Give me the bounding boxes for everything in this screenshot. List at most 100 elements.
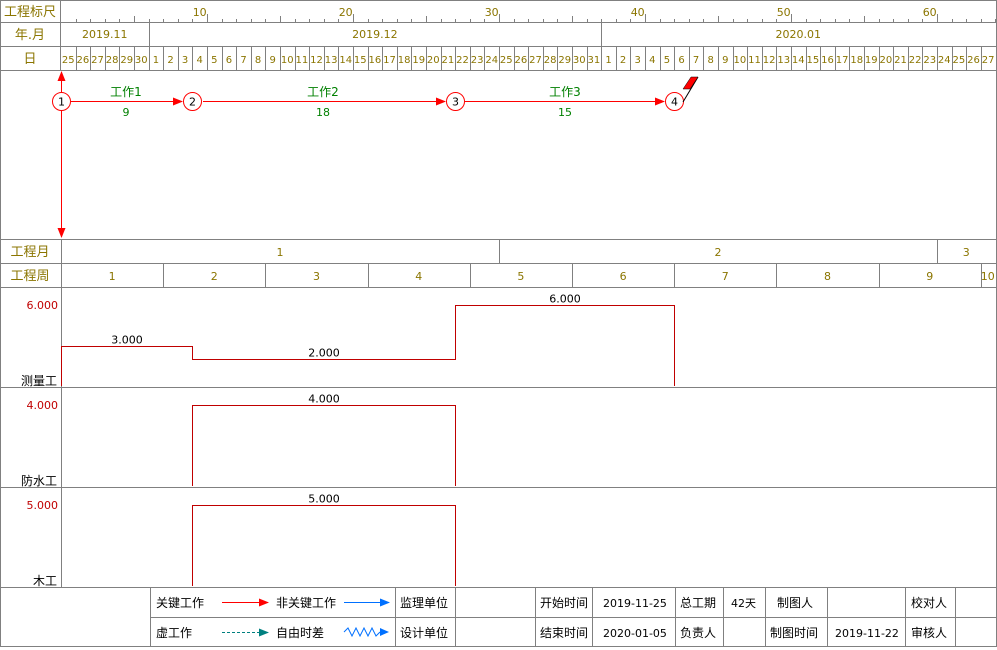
task-name-1: 工作1: [110, 85, 142, 99]
resource-value-label: 2.000: [308, 347, 340, 360]
grid-lines: [0, 0, 997, 618]
resource-histogram-line: [192, 505, 456, 586]
day-cell: 15: [354, 55, 367, 66]
day-cell: 15: [807, 55, 820, 66]
project-month-cell: 2: [715, 246, 722, 259]
day-cell: 24: [485, 55, 498, 66]
day-cell: 21: [442, 55, 455, 66]
ruler-tick-label: 20: [339, 6, 353, 19]
day-cell: 7: [240, 55, 246, 66]
day-cell: 8: [708, 55, 714, 66]
day-cell: 26: [77, 55, 90, 66]
day-cell: 20: [880, 55, 893, 66]
day-cell: 27: [91, 55, 104, 66]
day-cell: 29: [120, 55, 133, 66]
project-week-label: 工程周: [10, 269, 49, 284]
day-cell: 6: [226, 55, 232, 66]
day-cell: 10: [281, 55, 294, 66]
project-month-label: 工程月: [10, 245, 49, 260]
day-cell: 18: [398, 55, 411, 66]
day-cell: 17: [383, 55, 396, 66]
day-cell: 12: [763, 55, 776, 66]
day-cell: 19: [865, 55, 878, 66]
day-cell: 30: [135, 55, 148, 66]
day-cell: 22: [909, 55, 922, 66]
node-3[interactable]: 3: [446, 92, 465, 111]
ruler-tick-label: 50: [777, 6, 791, 19]
day-cell: 11: [748, 55, 761, 66]
legend-supervisor-label: 监理单位: [400, 595, 448, 610]
resource-max-label: 5.000: [27, 499, 59, 512]
ruler-tick-label: 40: [631, 6, 645, 19]
legend-block: 关键工作 非关键工作 监理单位 虚工作 自由时差 设计单位 开始时间 2019-…: [150, 587, 956, 647]
node-4-label: 4: [671, 96, 678, 109]
node-2[interactable]: 2: [183, 92, 202, 111]
day-cell: 14: [339, 55, 352, 66]
legend-noncritical-label: 非关键工作: [276, 596, 336, 610]
duration-label: 总工期: [680, 596, 716, 610]
day-cell: 9: [270, 55, 276, 66]
node-4[interactable]: 4: [665, 92, 684, 111]
day-cell: 27: [982, 55, 995, 66]
day-label: 日: [23, 52, 36, 67]
ruler-tick-label: 10: [193, 6, 207, 19]
task-name-3: 工作3: [549, 85, 581, 99]
node-2-label: 2: [189, 96, 196, 109]
resource-name: 防水工: [21, 473, 57, 488]
ruler-tick-label: 30: [485, 6, 499, 19]
project-week-cell: 5: [517, 270, 524, 283]
day-cell: 13: [777, 55, 790, 66]
project-week-cell: 3: [313, 270, 320, 283]
legend-critical-label: 关键工作: [156, 596, 204, 610]
task-duration-2: 18: [316, 106, 330, 119]
resource-histograms: 6.000测量工3.0002.0006.0004.000防水工4.0005.00…: [21, 293, 675, 588]
day-cell: 17: [836, 55, 849, 66]
draw-time-value: 2019-11-22: [835, 627, 899, 640]
task-duration-3: 15: [558, 106, 572, 119]
day-cell: 29: [558, 55, 571, 66]
month-cell: 2019.11: [82, 28, 128, 41]
day-cell: 5: [211, 55, 217, 66]
project-week-cell: 1: [109, 270, 116, 283]
day-cell: 21: [894, 55, 907, 66]
month-label: 年.月: [15, 28, 45, 43]
day-cell: 11: [296, 55, 309, 66]
project-week-cell: 7: [722, 270, 729, 283]
resource-value-label: 6.000: [549, 293, 581, 306]
resource-name: 测量工: [21, 374, 57, 388]
day-cell: 7: [693, 55, 699, 66]
project-week-cell: 9: [926, 270, 933, 283]
checker-label: 校对人: [911, 595, 947, 610]
day-cell: 26: [967, 55, 980, 66]
day-cell: 26: [515, 55, 528, 66]
duration-value: 42天: [731, 597, 756, 610]
project-month-cell: 3: [963, 246, 970, 259]
project-week-cell: 4: [415, 270, 422, 283]
resource-max-label: 4.000: [27, 399, 59, 412]
node-1[interactable]: 1: [52, 92, 71, 111]
day-cell: 24: [938, 55, 951, 66]
manager-label: 负责人: [680, 626, 716, 640]
day-cell: 8: [255, 55, 261, 66]
task-duration-1: 9: [123, 106, 130, 119]
day-cell: 30: [573, 55, 586, 66]
day-cell: 10: [734, 55, 747, 66]
day-cell: 31: [588, 55, 601, 66]
resource-histogram-line: [61, 305, 675, 386]
start-time-value: 2019-11-25: [603, 597, 667, 610]
project-week-cell: 2: [211, 270, 218, 283]
day-cell: 14: [792, 55, 805, 66]
drafter-label: 制图人: [777, 596, 813, 610]
day-cell: 22: [456, 55, 469, 66]
end-time-label: 结束时间: [540, 626, 588, 640]
day-cell: 2: [620, 55, 626, 66]
day-cell: 6: [678, 55, 684, 66]
day-cell: 9: [722, 55, 728, 66]
day-cell: 16: [369, 55, 382, 66]
legend-dummy-label: 虚工作: [156, 626, 192, 640]
